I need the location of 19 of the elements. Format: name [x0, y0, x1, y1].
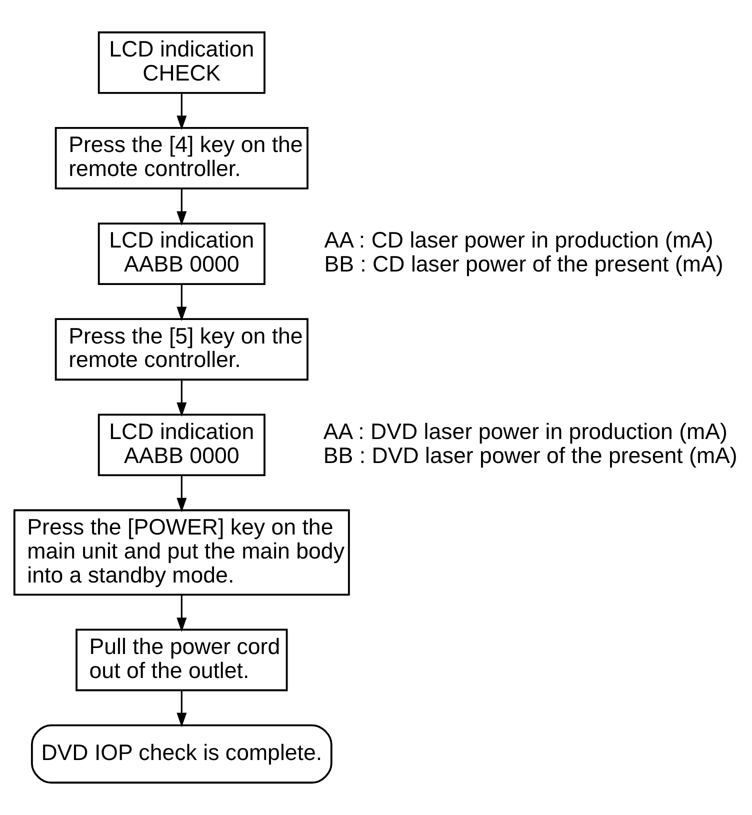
arrow [176, 188, 187, 226]
node-label: BB : DVD laser power of the present (mA) [323, 442, 738, 468]
node-box: Press the [5] key on the remote controller. [54, 318, 308, 381]
arrow [176, 594, 187, 632]
arrow [176, 380, 187, 417]
arrow [176, 284, 187, 322]
node-box: LCD indication AABB 0000 [98, 414, 266, 476]
node-box: DVD IOP check is complete. [30, 724, 332, 784]
node-box: Press the [POWER] key on the main unit and put the main body into a standby mode. [13, 509, 350, 596]
node-label: AA : DVD laser power in production (mA) [323, 418, 728, 444]
node-label: BB : CD laser power of the present (mA) [324, 252, 724, 277]
arrow [176, 690, 187, 728]
node-box: LCD indication CHECK [98, 31, 266, 94]
node-box: LCD indication AABB 0000 [98, 222, 266, 285]
arrow [176, 476, 187, 512]
node-box: Pull the power cord out of the outlet. [76, 628, 288, 692]
node-label: AA : CD laser power in production (mA) [324, 228, 714, 253]
arrow [176, 92, 187, 130]
node-box: Press the [4] key on the remote controller. [54, 127, 308, 190]
